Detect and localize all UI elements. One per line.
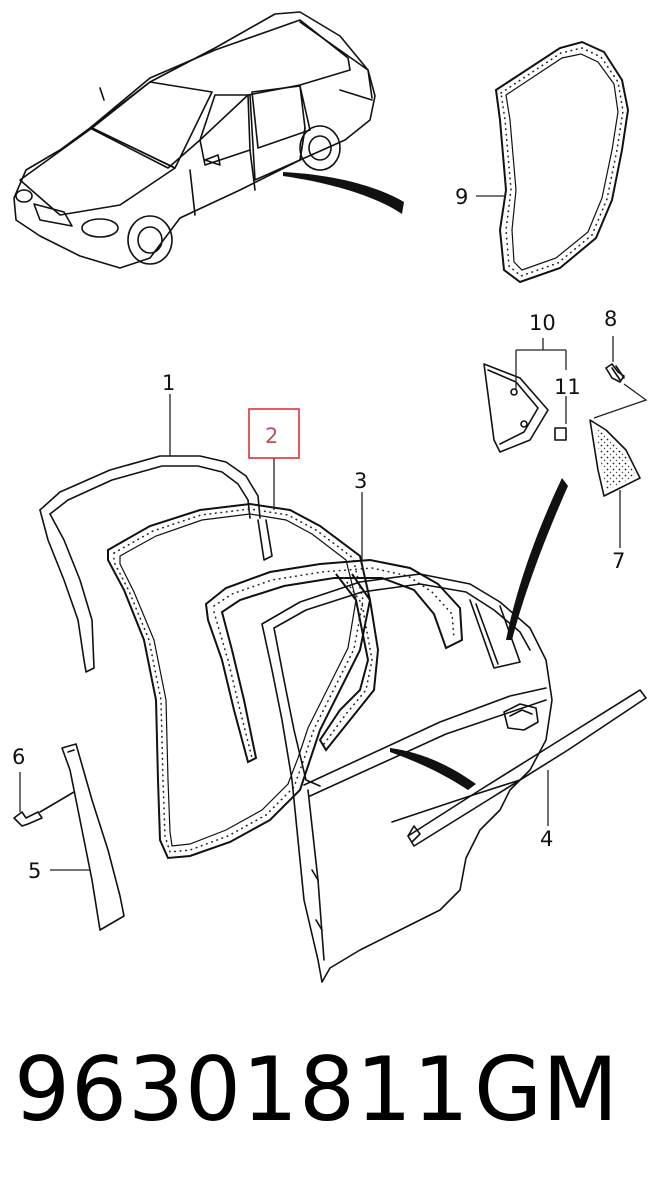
part-6-screw xyxy=(13,791,75,827)
part-5-pillar-applique xyxy=(61,743,125,931)
callout-7: 7 xyxy=(612,549,625,573)
callout-9: 9 xyxy=(455,185,468,209)
callout-3: 3 xyxy=(354,469,367,493)
callout-4: 4 xyxy=(540,827,553,851)
callout-11: 11 xyxy=(554,375,581,399)
part-11-clip xyxy=(554,427,567,441)
callout-8: 8 xyxy=(604,307,617,331)
window-pointer-arrow xyxy=(506,478,568,640)
part-1-window-channel xyxy=(39,455,273,673)
part-4-belt-molding xyxy=(407,689,647,847)
callout-2: 2 xyxy=(265,424,278,448)
parts-diagram: 9 10 11 8 7 1 xyxy=(12,11,648,983)
door-pointer-arrow xyxy=(390,748,476,790)
rear-door-shell xyxy=(261,573,553,983)
callout-2-highlight-box xyxy=(248,408,300,459)
car-pointer-arrow xyxy=(283,172,404,214)
part-7-corner-trim xyxy=(589,419,641,497)
part-9-inner-seal xyxy=(494,40,630,284)
part-number-text: 96301811 xyxy=(14,1038,470,1141)
callout-1: 1 xyxy=(162,371,175,395)
brand-text: GM xyxy=(474,1038,619,1141)
part-3-glass-run-channel xyxy=(204,558,464,764)
part-10-trim-piece xyxy=(483,363,549,453)
car-overview-illustration xyxy=(13,11,376,269)
part-8-screw xyxy=(605,363,625,383)
callout-6: 6 xyxy=(12,745,25,769)
callout-5: 5 xyxy=(28,859,41,883)
callout-10: 10 xyxy=(529,311,556,335)
